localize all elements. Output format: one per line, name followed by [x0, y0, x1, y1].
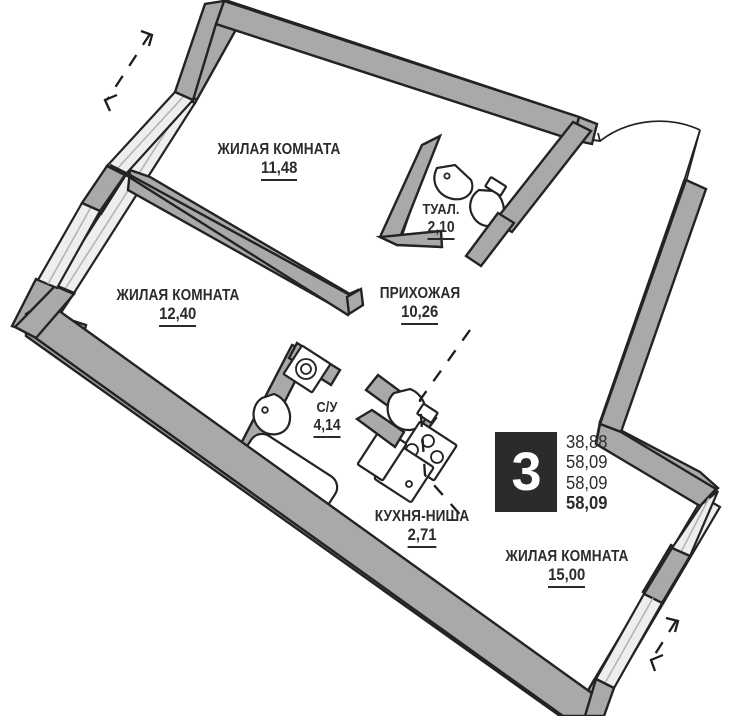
wall-corridor-diag	[492, 120, 593, 234]
room-name: ПРИХОЖАЯ	[379, 285, 461, 302]
wall-west-corner	[13, 284, 76, 340]
wall-north	[214, 0, 581, 142]
wall-corner-southeast-bottom	[583, 677, 616, 716]
window-line-se-2	[604, 597, 654, 684]
kitchen-sink-drain-icon	[405, 480, 413, 488]
areas-list: 38,88 58,09 58,09 58,09	[566, 432, 611, 513]
wc-tank-icon	[484, 176, 508, 197]
room-area: 2,10	[427, 219, 455, 240]
windows	[36, 0, 720, 716]
vestibule-outline	[585, 129, 701, 182]
balcony-corner-bottom-left	[103, 93, 118, 112]
balcony-outline-bottom-right	[651, 620, 677, 660]
toilet-fixtures	[433, 163, 508, 228]
entrance-door[interactable]	[592, 120, 701, 183]
dashed-outlines	[103, 29, 680, 672]
bathroom-sink-icon	[252, 392, 292, 436]
room-area: 10,26	[401, 303, 439, 325]
wall-partition-living-endcap	[345, 287, 365, 317]
walls-main	[13, 0, 718, 716]
balcony-outline-top-left	[106, 33, 151, 101]
room-area: 12,40	[159, 305, 197, 327]
partitions	[109, 133, 444, 317]
room-name: ЖИЛАЯ КОМНАТА	[505, 548, 629, 565]
rooms-count-value: 3	[511, 442, 541, 502]
area-living: 38,88	[566, 432, 608, 452]
wall-southeast-corner	[594, 422, 718, 508]
room-name: ТУАЛ.	[422, 202, 460, 218]
washing-machine-drum-icon	[295, 358, 317, 380]
room-name: ЖИЛАЯ КОМНАТА	[116, 287, 240, 304]
sink-tap-icon	[443, 172, 451, 180]
room-label-hallway: ПРИХОЖАЯ 10,26	[356, 285, 484, 325]
room-label-living-room-3: ЖИЛАЯ КОМНАТА 15,00	[478, 548, 656, 588]
room-name: КУХНЯ-НИША	[374, 508, 470, 525]
kitchen-basin-tank-icon	[416, 402, 439, 424]
room-name: С/У	[316, 400, 338, 416]
area-total: 58,09	[566, 452, 608, 473]
room-area: 2,71	[407, 526, 437, 548]
door-swing-arc-icon	[599, 120, 701, 142]
room-area: 4,14	[313, 417, 341, 438]
room-label-bathroom: С/У 4,14	[292, 400, 362, 438]
wall-kitchen-L	[354, 408, 406, 449]
room-name: ЖИЛАЯ КОМНАТА	[217, 141, 341, 158]
wall-east	[598, 178, 708, 434]
window-line-nw-2	[47, 206, 92, 285]
room-label-living-room-2: ЖИЛАЯ КОМНАТА 12,40	[88, 287, 268, 327]
bathroom-sink-tap-icon	[261, 406, 269, 414]
wall-toilet-bottom	[375, 229, 444, 249]
sink-icon	[433, 163, 474, 201]
kitchen-wall-bands	[354, 408, 406, 449]
wall-corner-northwest	[173, 0, 226, 102]
room-label-living-room-1: ЖИЛАЯ КОМНАТА 11,48	[189, 141, 369, 181]
stove-burner-4-icon	[430, 450, 444, 464]
area-with-balcony: 58,09	[566, 472, 608, 493]
entrance-vestibule-outline	[585, 129, 701, 182]
room-area: 11,48	[260, 159, 298, 181]
window-line-nw-1	[115, 95, 185, 171]
balcony-corner-br-top	[665, 616, 680, 633]
room-label-toilet: ТУАЛ. 2,10	[398, 202, 484, 240]
wall-pier-nw	[80, 164, 127, 213]
kitchen-fixtures	[356, 387, 458, 503]
toilet-corridor	[492, 120, 593, 234]
window-line-se-1	[680, 497, 710, 553]
washing-machine-icon	[282, 344, 332, 394]
balcony-corner-top	[140, 29, 154, 47]
room-area: 15,00	[548, 566, 586, 588]
wall-toilet-hall-jamb	[464, 211, 516, 268]
rooms-count-badge: 3	[495, 432, 557, 512]
area-sellable: 58,09	[566, 492, 608, 513]
summary-badge: 3 38,88 58,09 58,09 58,09	[495, 432, 611, 513]
room-label-kitchen-niche: КУХНЯ-НИША 2,71	[357, 508, 487, 548]
washing-machine-inner-icon	[300, 363, 312, 375]
balcony-corner-br-bottom	[649, 653, 664, 672]
